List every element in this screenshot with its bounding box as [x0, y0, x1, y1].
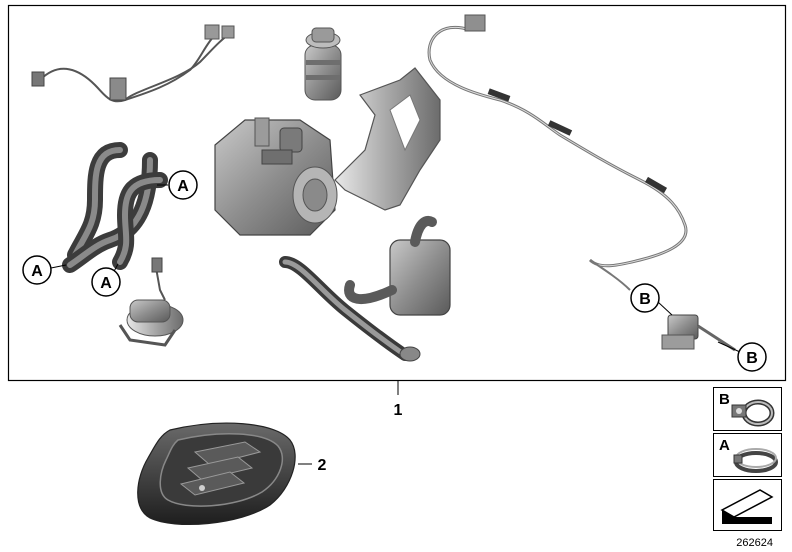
legend-clamp-a: A	[713, 433, 782, 477]
callout-a-1-label: A	[177, 178, 189, 195]
legend-clamp-b-label: B	[719, 391, 730, 408]
mounting-bracket	[334, 67, 441, 211]
fuel-tank-fitting	[661, 314, 736, 352]
callout-b-1-label: B	[639, 291, 651, 308]
callout-a-3: A	[91, 267, 121, 297]
callout-a-2: A	[22, 255, 52, 285]
coolant-hoses	[62, 142, 168, 273]
callout-a-3-label: A	[100, 275, 112, 292]
auxiliary-heater-unit	[214, 117, 338, 236]
callout-a-2-label: A	[31, 263, 43, 280]
circulation-pump	[118, 257, 184, 347]
callout-a-1: A	[168, 170, 198, 200]
remote-control-key	[137, 422, 296, 526]
legend-reference-arrow	[713, 479, 782, 531]
legend-clamp-b: B	[713, 387, 782, 431]
wiring-harness	[31, 24, 235, 103]
fuel-line	[427, 14, 688, 291]
callout-b-1: B	[630, 283, 660, 313]
item-number-2: 2	[318, 457, 327, 474]
callout-b-2-label: B	[746, 350, 758, 367]
item-number-1: 1	[394, 402, 403, 419]
legend-clamp-a-label: A	[719, 437, 730, 454]
exhaust-silencer	[279, 216, 451, 362]
kit-frame	[7, 4, 787, 382]
fuel-pump	[304, 27, 342, 101]
callout-leaders	[50, 184, 741, 353]
image-number: 262624	[736, 537, 773, 549]
callout-b-2: B	[737, 342, 767, 372]
